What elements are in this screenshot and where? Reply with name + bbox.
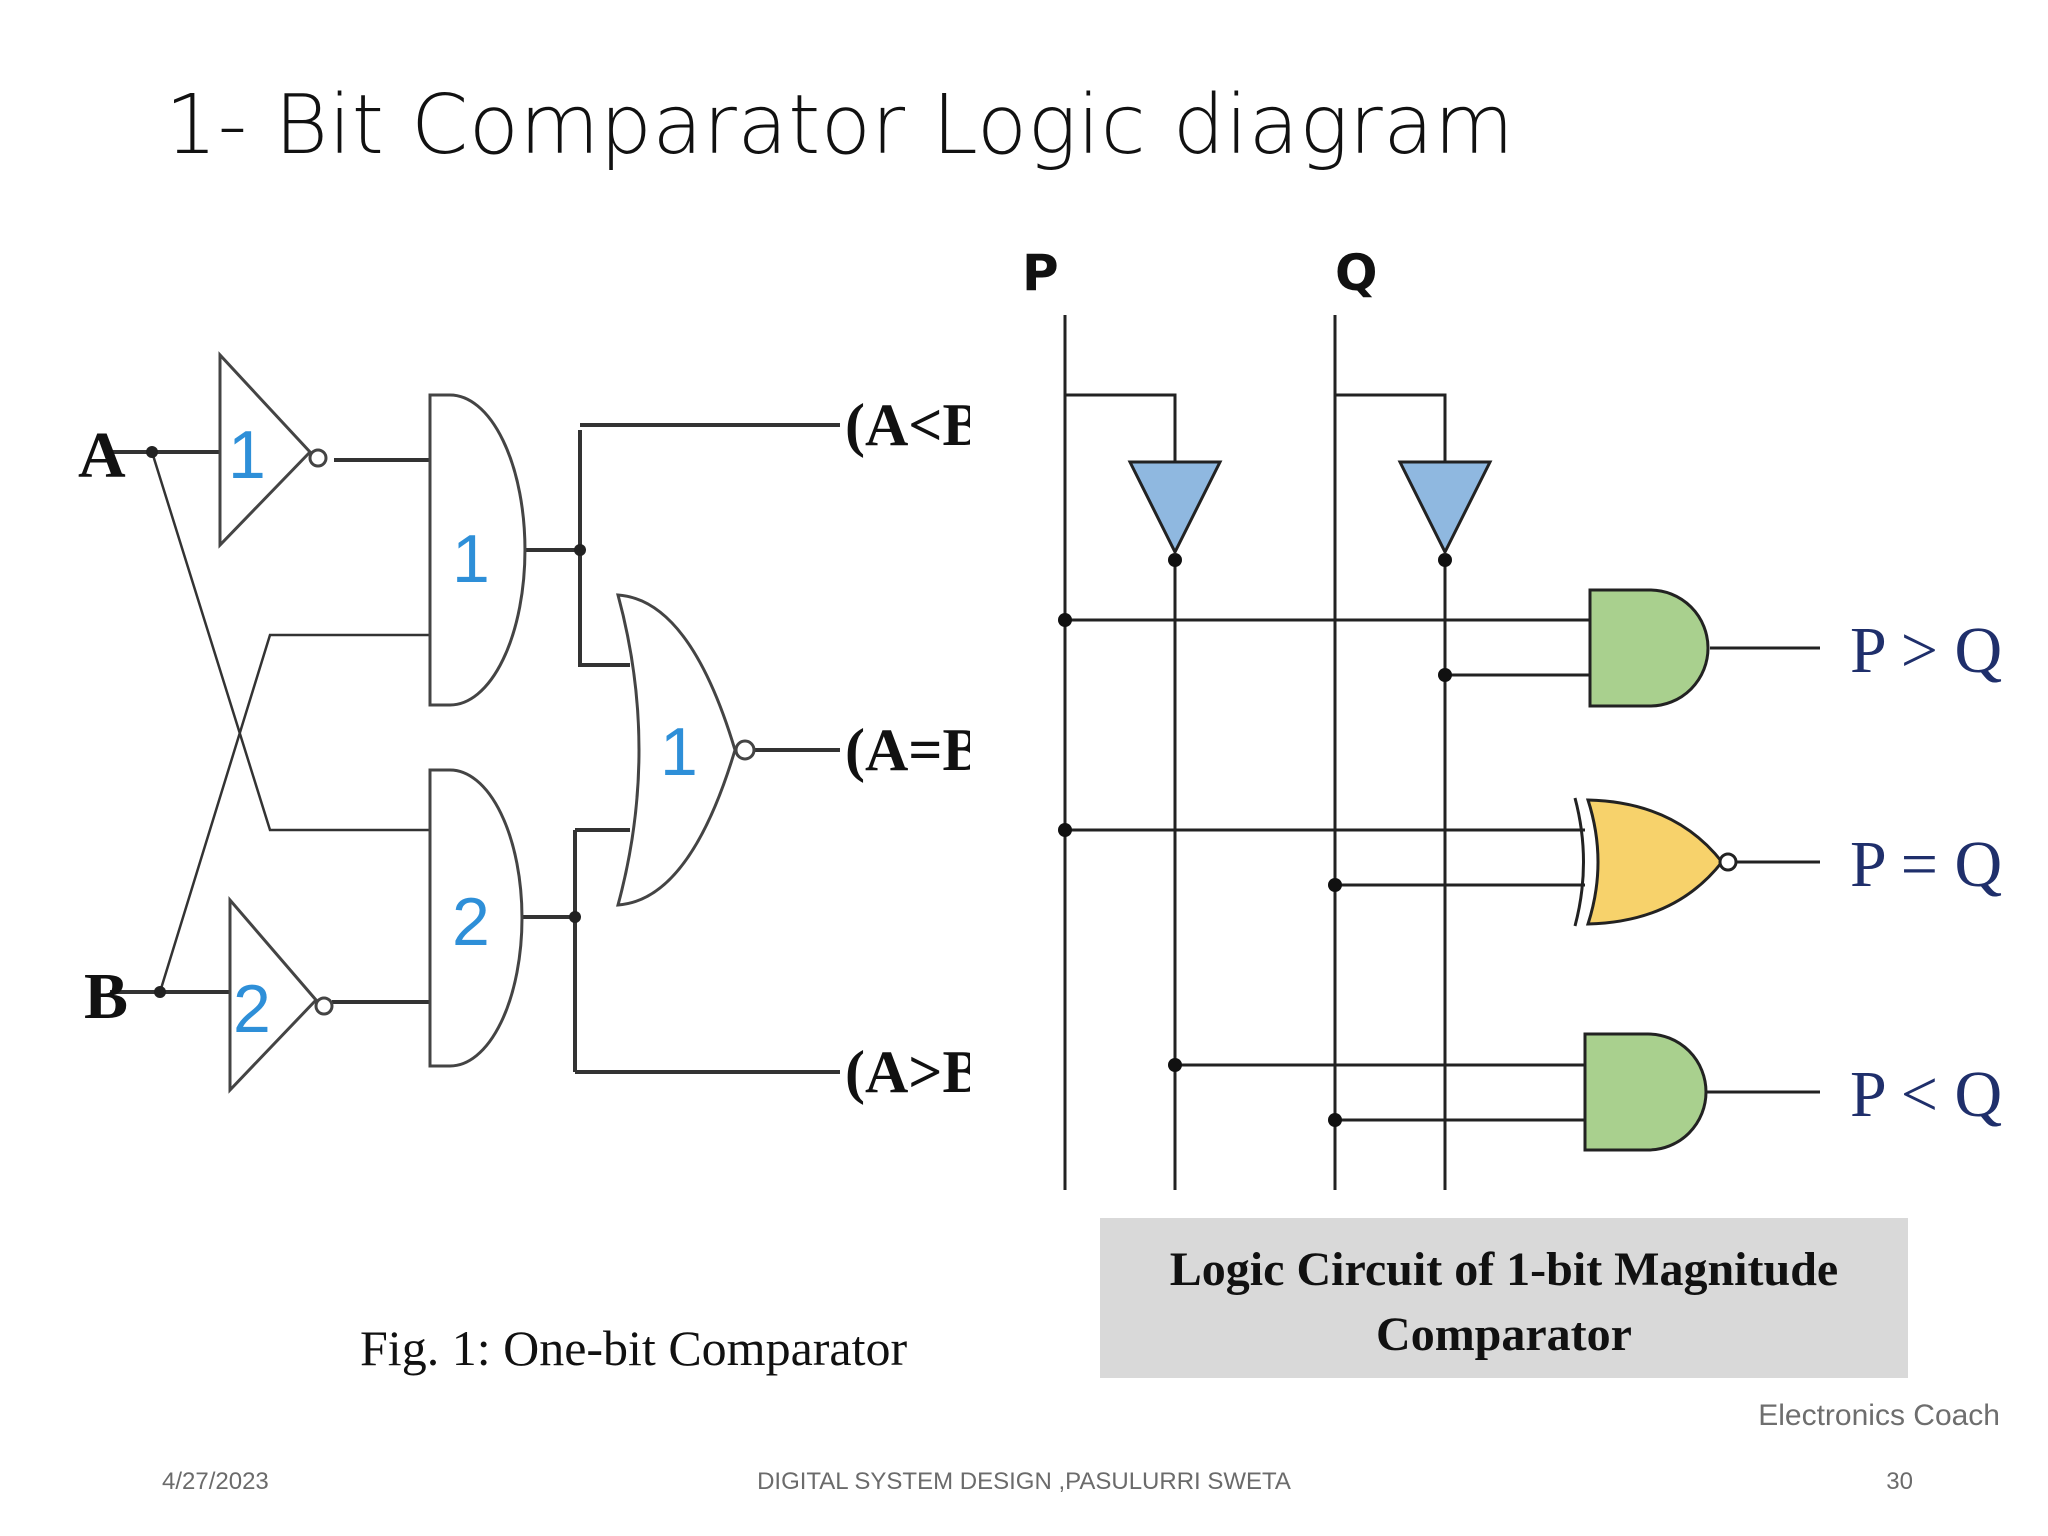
junction-and1 (574, 544, 586, 556)
one-bit-comparator-figure: A B 1 2 1 2 1 (A<B) (A=B) (A>B) Fig. 1: … (78, 351, 970, 1376)
and-gate-1 (428, 393, 527, 707)
q-to-not (1335, 393, 1447, 470)
output-a-less-b: (A<B) (845, 392, 970, 458)
xnor-gate-extra-arc (1573, 797, 1585, 927)
xnor-gate (1585, 798, 1724, 926)
wire-and1-split (578, 430, 630, 667)
and-gate-greater (1588, 588, 1710, 708)
footer-title: DIGITAL SYSTEM DESIGN ,PASULURRI SWETA (757, 1468, 1291, 1495)
right-caption-box (1100, 1218, 1908, 1378)
right-caption-line1: Logic Circuit of 1-bit Magnitude (1170, 1243, 1838, 1296)
watermark: Electronics Coach (1758, 1399, 2000, 1432)
junction-qbar-1 (1438, 668, 1452, 682)
not-gate-1-bubble (308, 448, 328, 468)
input-b-label: B (84, 960, 128, 1033)
not-gate-2-bubble (314, 996, 334, 1016)
junction-p-1 (1058, 613, 1072, 627)
wire-a-cross (150, 451, 430, 832)
right-caption-line2: Comparator (1376, 1308, 1632, 1361)
output-a-greater-b: (A>B) (845, 1039, 970, 1105)
wire-b-cross (158, 633, 430, 993)
output-p-greater-q: P > Q (1850, 614, 2002, 687)
nor-gate (616, 593, 737, 907)
junction-not-q (1438, 553, 1452, 567)
input-p-label: P (1022, 244, 1059, 302)
output-p-less-q: P < Q (1850, 1058, 2002, 1131)
input-q-label: Q (1335, 244, 1378, 302)
junction-q-2 (1328, 1113, 1342, 1127)
page-number: 30 (1886, 1468, 1913, 1495)
junction-b (154, 986, 166, 998)
p-to-not (1065, 393, 1177, 470)
not-gate-p (1127, 460, 1223, 556)
junction-a (146, 446, 158, 458)
slide-title: 1- Bit Comparator Logic diagram (165, 78, 1515, 173)
not1-number: 1 (228, 417, 266, 493)
not2-number: 2 (233, 971, 271, 1047)
junction-not-p (1168, 553, 1182, 567)
junction-pbar-1 (1168, 1058, 1182, 1072)
and2-number: 2 (452, 884, 490, 960)
input-a-label: A (78, 419, 126, 492)
not-gate-q (1397, 460, 1493, 556)
left-figure-caption: Fig. 1: One-bit Comparator (360, 1320, 907, 1376)
not-gate-2 (228, 895, 319, 1094)
and1-number: 1 (452, 521, 490, 597)
nor-gate-bubble (734, 739, 756, 761)
xnor-gate-bubble (1718, 852, 1738, 872)
footer-date: 4/27/2023 (162, 1468, 269, 1495)
and-gate-less (1583, 1032, 1708, 1152)
junction-and2 (569, 911, 581, 923)
not-gate-1 (218, 351, 313, 549)
junction-q-1 (1328, 878, 1342, 892)
output-a-equal-b: (A=B) (845, 717, 970, 783)
magnitude-comparator-figure: P Q (1022, 244, 2002, 1432)
output-p-equal-q: P = Q (1850, 828, 2002, 901)
junction-p-2 (1058, 823, 1072, 837)
nor1-number: 1 (660, 714, 698, 790)
and-gate-2 (428, 768, 524, 1068)
